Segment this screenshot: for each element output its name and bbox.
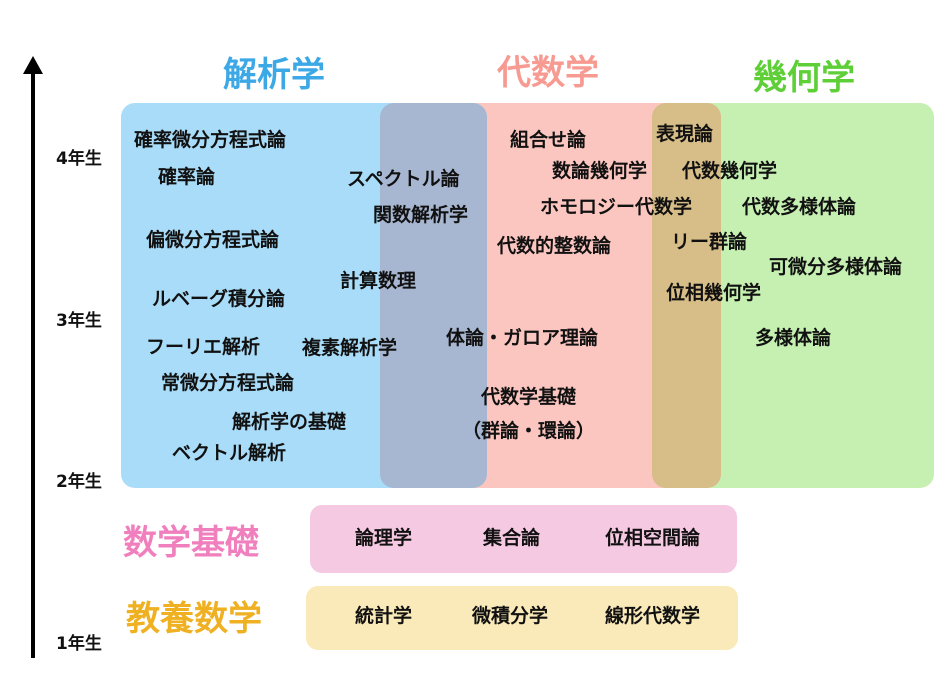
topic-manifolds: 多様体論 [755, 327, 832, 349]
algebra-geometry-overlap [652, 103, 721, 488]
topic-algebra-basics: 代数学基礎 [481, 386, 577, 408]
topic-spectral: スペクトル論 [347, 168, 460, 190]
year-label-2: 2年生 [56, 472, 102, 492]
year-axis-arrow [23, 56, 43, 658]
foundations-bar [310, 505, 737, 573]
topic-algebraic-geometry: 代数幾何学 [682, 160, 778, 182]
topic-lebesgue: ルベーグ積分論 [152, 288, 286, 310]
foundations-item-topological-spaces: 位相空間論 [605, 527, 701, 549]
liberal-item-linear-algebra: 線形代数学 [605, 605, 701, 627]
foundations-item-set-theory: 集合論 [483, 527, 541, 549]
topic-representation: 表現論 [656, 123, 714, 145]
foundations-item-logic: 論理学 [355, 527, 413, 549]
topic-analysis-basics: 解析学の基礎 [232, 411, 347, 433]
analysis-algebra-overlap [380, 103, 487, 488]
topic-galois-theory: 体論・ガロア理論 [446, 327, 599, 349]
topic-vector-analysis: ベクトル解析 [172, 442, 287, 464]
topic-combinatorics: 組合せ論 [510, 129, 587, 151]
year-label-1: 1年生 [56, 634, 102, 654]
geometry-title: 幾何学 [753, 58, 855, 98]
topic-functional-analysis: 関数解析学 [373, 204, 469, 226]
liberal-math-title: 教養数学 [126, 599, 262, 639]
topic-arithmetic-geometry: 数論幾何学 [552, 160, 648, 182]
topic-computational: 計算数理 [340, 270, 417, 292]
topic-ode: 常微分方程式論 [161, 372, 295, 394]
liberal-item-calculus: 微積分学 [472, 605, 549, 627]
liberal-math-bar [306, 586, 738, 650]
topic-probability: 確率論 [158, 166, 216, 188]
topic-topology: 位相幾何学 [666, 282, 762, 304]
topic-algebraic-varieties: 代数多様体論 [742, 196, 857, 218]
algebra-title: 代数学 [497, 53, 599, 93]
topic-fourier: フーリエ解析 [146, 336, 261, 358]
topic-differentiable-manifolds: 可微分多様体論 [769, 256, 903, 278]
liberal-item-statistics: 統計学 [355, 605, 413, 627]
topic-lie-groups: リー群論 [671, 231, 748, 253]
topic-stochastic-pde: 確率微分方程式論 [134, 129, 287, 151]
year-label-4: 4年生 [56, 149, 102, 169]
analysis-title: 解析学 [223, 55, 325, 95]
topic-homological-algebra: ホモロジー代数学 [540, 196, 693, 218]
topic-complex-analysis: 複素解析学 [302, 337, 398, 359]
topic-groups-rings: （群論・環論） [462, 420, 596, 442]
topic-algebraic-number-theory: 代数的整数論 [497, 235, 612, 257]
topic-pde: 偏微分方程式論 [146, 229, 280, 251]
year-label-3: 3年生 [56, 311, 102, 331]
foundations-title: 数学基礎 [123, 523, 259, 563]
